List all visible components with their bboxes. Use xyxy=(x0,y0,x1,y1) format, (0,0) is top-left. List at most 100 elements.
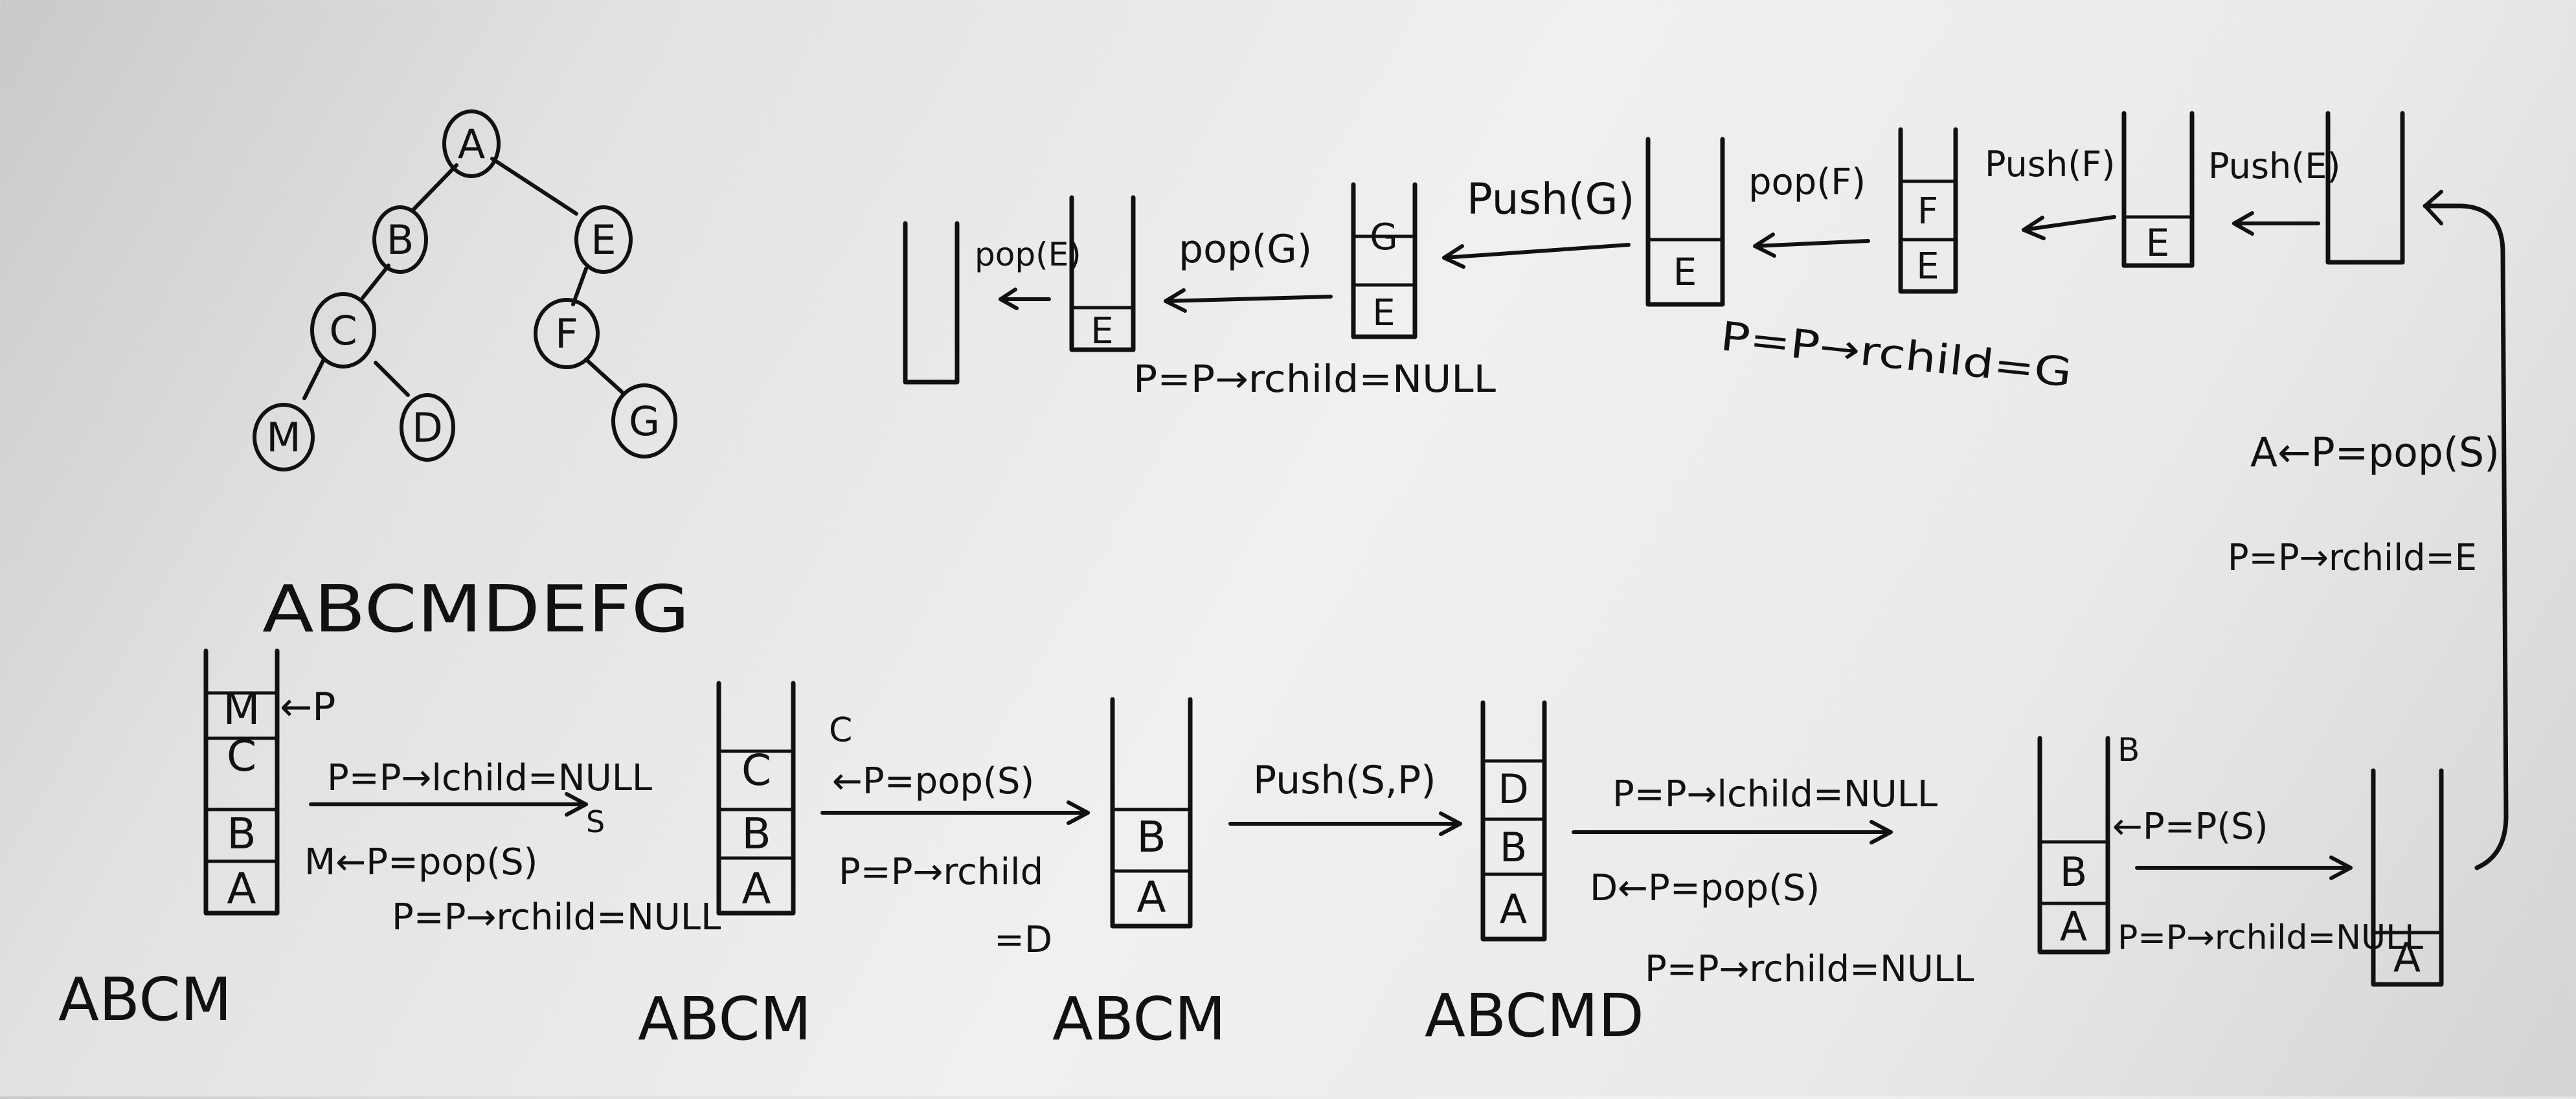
step-5-arrow xyxy=(2135,855,2353,880)
top-pop-f-note: P=P→rchild=G xyxy=(1718,312,2074,396)
step-2-arrow xyxy=(820,800,1090,825)
output-label: ABCM xyxy=(638,984,811,1054)
stack-cell: E xyxy=(1673,250,1697,294)
stack-cell: A xyxy=(1136,872,1166,922)
top-push-e: Push(E) xyxy=(2208,146,2340,187)
step-1-rchild: P=P→rchild=NULL xyxy=(392,896,721,938)
tree-node-label: F xyxy=(555,310,578,357)
top-row: Push(E) E Push(F) E F p xyxy=(903,111,2405,401)
tree-edge-e-f xyxy=(571,267,588,306)
step-1-s-label: S xyxy=(586,804,605,839)
stack-cell: E xyxy=(2146,221,2170,265)
top-arrow-pop-f xyxy=(1753,232,1870,258)
step-2-rchild: P=P→rchild xyxy=(839,851,1043,893)
stack-6: A xyxy=(2371,768,2444,987)
stack-cell: A xyxy=(1500,885,1527,933)
top-pop-g-note: P=P→rchild=NULL xyxy=(1133,357,1496,401)
stack-cell: E xyxy=(1372,292,1395,334)
tree-node-label: D xyxy=(412,404,443,451)
tree-node-c xyxy=(310,292,376,368)
step-1-pop: M←P=pop(S) xyxy=(304,841,538,883)
stack-cell: F xyxy=(1917,190,1938,232)
tree-node-label: B xyxy=(387,216,414,264)
stack-cell: A xyxy=(2393,934,2421,981)
top-arrow-push-f xyxy=(2022,215,2116,240)
binary-tree: A B E C F M D G ABCMDEFG xyxy=(253,109,690,647)
stack-cell: D xyxy=(1498,765,1529,813)
stack-cell: B xyxy=(1136,812,1166,862)
stack-cell: E xyxy=(1090,310,1113,352)
top-pop-e: pop(E) xyxy=(975,236,1081,273)
pointer-label: ←P xyxy=(280,685,335,730)
step-1-arrow xyxy=(309,792,588,817)
tree-node-label: C xyxy=(329,307,357,354)
top-arrow-pop-g xyxy=(1164,288,1333,313)
tree-edge-c-d xyxy=(374,361,410,397)
tree-node-g xyxy=(611,383,677,459)
step-5-pop: ←P=P(S) xyxy=(2112,806,2268,848)
output-label: ABCM xyxy=(1052,984,1226,1054)
stack-5: A B xyxy=(2037,736,2110,955)
output-label: ABCMD xyxy=(1425,981,1644,1050)
stack-1: A B C M ←P xyxy=(203,648,335,916)
stack-cell: A xyxy=(227,864,256,914)
tree-node-a xyxy=(442,109,501,178)
tree-edge-a-e xyxy=(490,157,578,216)
tree-edge-a-b xyxy=(411,163,458,212)
top-pop-f: pop(F) xyxy=(1748,161,1866,203)
tree-node-label: E xyxy=(591,216,616,264)
right-rchild-note: P=P→rchild=E xyxy=(2228,537,2477,579)
step-4-rchild: P=P→rchild=NULL xyxy=(1645,948,1974,990)
stack-cell: B xyxy=(227,809,256,859)
stack-empty-left xyxy=(903,221,960,385)
step-4-pop: D←P=pop(S) xyxy=(1590,867,1820,909)
stack-cell: A xyxy=(741,864,771,914)
tree-node-f xyxy=(534,298,600,369)
stack-cell: A xyxy=(2060,903,2087,950)
top-arrow-push-e xyxy=(2232,211,2320,236)
stack-4: A B D xyxy=(1480,700,1547,942)
step-5-rchild: P=P→rchild=NULL xyxy=(2118,918,2423,957)
stack-cell: G xyxy=(1370,216,1397,258)
output-label: ABCM xyxy=(58,965,232,1034)
tree-edge-c-m xyxy=(302,357,326,400)
tree-node-b xyxy=(372,205,428,274)
tree-edge-b-c xyxy=(361,264,390,300)
step-2-c-label: C xyxy=(829,711,852,750)
top-push-f: Push(F) xyxy=(1985,144,2115,185)
stack-cell: C xyxy=(741,745,771,795)
top-pop-g: pop(G) xyxy=(1179,227,1312,272)
stack-cell: B xyxy=(1500,824,1528,871)
stack-3: A B xyxy=(1110,697,1193,929)
stack-e-third: E xyxy=(1069,195,1136,352)
step-3-push: Push(S,P) xyxy=(1253,758,1436,803)
step-4-lchild: P=P→lchild=NULL xyxy=(1612,773,1938,815)
stack-eg-top: E G xyxy=(1351,182,1418,339)
step-4-arrow xyxy=(1572,820,1893,844)
tree-node-label: M xyxy=(266,414,301,461)
step-2-pop: ←P=pop(S) xyxy=(832,760,1034,802)
stack-e-top: E xyxy=(2121,111,2195,268)
stack-cell: C xyxy=(227,731,256,781)
tree-node-e xyxy=(574,205,633,274)
stack-2: A B C xyxy=(716,681,796,916)
tree-edge-f-g xyxy=(584,357,624,394)
stack-ef-top: E F xyxy=(1898,127,1958,294)
tree-node-label: A xyxy=(458,120,485,168)
stack-empty-right xyxy=(2325,111,2405,265)
tree-node-m xyxy=(253,403,315,471)
stack-cell: B xyxy=(2060,848,2088,896)
right-pop-note: A←P=pop(S) xyxy=(2250,429,2500,476)
traversal-result: ABCMDEFG xyxy=(262,571,690,647)
top-arrow-push-g xyxy=(1442,243,1631,269)
tree-node-label: G xyxy=(629,398,660,445)
top-push-g: Push(G) xyxy=(1467,174,1634,224)
bottom-row: A B C M ←P ABCM P=P→lchild=NULL S M←P=po… xyxy=(58,648,2444,1054)
stack-e-second: E xyxy=(1645,137,1725,307)
step-3-arrow xyxy=(1228,811,1462,836)
stack-cell: E xyxy=(1916,245,1939,288)
step-1-lchild: P=P→lchild=NULL xyxy=(327,757,652,799)
step-2-d: =D xyxy=(994,919,1052,961)
